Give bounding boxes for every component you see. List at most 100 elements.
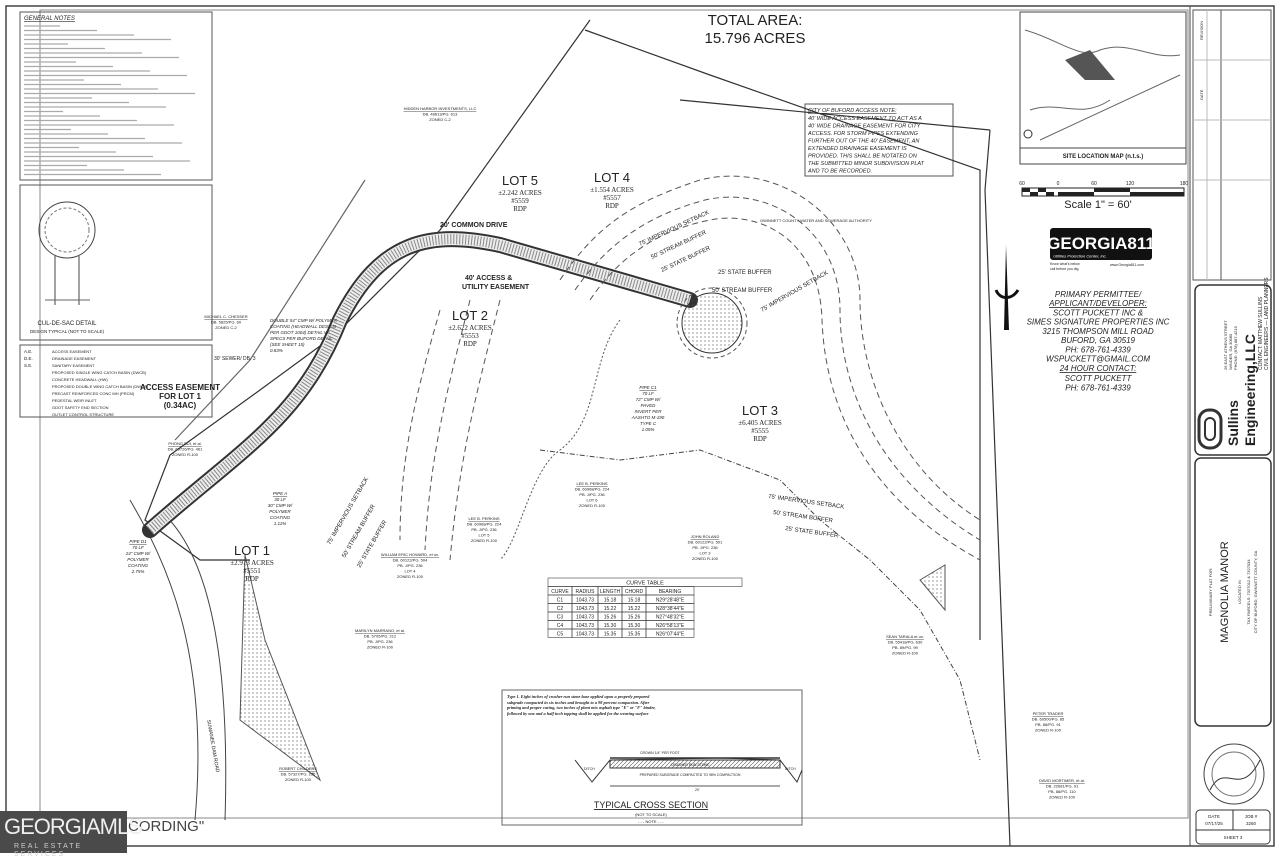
located-label: LOCATED IN <box>1237 580 1242 604</box>
curve-table-cell: C5 <box>557 632 564 638</box>
curve-table-cell: C2 <box>557 606 564 612</box>
scale-label: Scale 1" = 60' <box>1064 199 1131 211</box>
georgia811-url: www.Georgia811.com <box>1110 263 1144 267</box>
neighbor-db: DB. 48613/PG. 613 <box>423 112 458 117</box>
neighbor-lot: LOT 5 <box>478 533 490 538</box>
georgia811-tag1: Know what's below <box>1050 262 1080 266</box>
date-label: DATE <box>1208 814 1220 819</box>
city-note-line: AND TO BE RECORDED. <box>807 169 872 175</box>
curve-table-cell: N27°48'32"E <box>656 615 685 621</box>
neighbor-pb: PB. J/PG. 236 <box>471 527 497 532</box>
lot-acres: ±6.405 ACRES <box>738 419 782 427</box>
sewer-easement-label: 30' SEWER/ DB. 3 <box>214 356 256 362</box>
neighbor-name: WILLIAM ERIC HOWARD, et ux. <box>381 552 439 557</box>
georgia-811-logo: GEORGIA811 Utilities Protection Center, … <box>1047 228 1155 271</box>
neighbor-db: DB. 60968/PG. 224 <box>575 487 610 492</box>
lot-zoning: RDP <box>605 202 619 210</box>
georgia811-text: GEORGIA811 <box>1047 234 1155 253</box>
contact-line: SCOTT PUCKETT <box>1065 374 1133 383</box>
permittee-line: SCOTT PUCKETT INC & <box>1053 309 1143 318</box>
legend-item: DRAINAGE EASEMENT <box>52 356 97 361</box>
georgiamls-watermark: GEORGIAMLS REAL ESTATE SERVICES <box>0 811 143 858</box>
pipe-a-note: POLYMER <box>269 509 291 514</box>
neighbor-db: DB. 60726/PG. 461 <box>168 447 203 452</box>
state-buffer-label-lot3: 25' STATE BUFFER <box>785 526 840 539</box>
scale-tick: 120 <box>1126 181 1135 187</box>
headwall-note: 0.83% <box>270 348 283 353</box>
city-of-buford-note: CITY OF BUFORD ACCESS NOTE: 40' WIDE ACC… <box>804 103 954 177</box>
pipe-a-note: 1.11% <box>274 521 286 526</box>
headwall-note: (SEE SHEET 15) <box>270 342 305 347</box>
neighbor-name: LEE B. PERKINS <box>468 516 499 521</box>
headwall-note: PER GDOT 1004) DETAIL W/ <box>270 330 330 335</box>
gwinnett-label: GWINNETT COUNTY WATER AND SEWERAGE AUTHO… <box>760 218 872 223</box>
scale-tick: 60 <box>1091 181 1097 187</box>
state-buffer-label-a: 25' STATE BUFFER <box>718 270 772 276</box>
neighbor-name: SEAN TARALA et ux. <box>886 634 924 639</box>
neighbor-zone: ZONED R-100 <box>579 503 606 508</box>
curve-table-title: CURVE TABLE <box>626 581 664 587</box>
legend-item: PROPOSED SINGLE WING CATCH BASIN (DWCB) <box>52 370 147 375</box>
pipe-c1-note: AASHTO M-190 <box>631 415 665 420</box>
lot-acres: ±2.622 ACRES <box>448 324 492 332</box>
job-value: 3260 <box>1246 821 1257 826</box>
sheet-number: SHEET 3 <box>1224 835 1243 840</box>
stream-buffer-label-lot3: 50' STREAM BUFFER <box>773 510 834 524</box>
city-note-line: FURTHER OUT OF THE 40' EASEMENT, AN <box>808 139 919 145</box>
contact-line: PH: 678-761-4339 <box>1065 384 1131 393</box>
neighbor-name: ROBERT CHILDERS <box>279 766 317 771</box>
plat-for-label: PRELIMINARY PLAT FOR: <box>1208 568 1213 616</box>
neighbor-name: MICHAEL C. CHESSER <box>204 314 247 319</box>
georgia811-sub: Utilities Protection Center, Inc. <box>1053 254 1107 259</box>
scale-tick: 60 <box>1019 181 1025 187</box>
lot-name: LOT 3 <box>742 403 778 418</box>
neighbor-pb: PB. 88/PG. 91 <box>1035 722 1061 727</box>
neighbor-name: PHONG BUI, et al. <box>168 441 201 446</box>
contact-heading: 24 HOUR CONTACT: <box>1059 364 1137 373</box>
culdesac-sub: DESIGN TYPICAL (NOT TO SCALE) <box>30 329 105 334</box>
pipe-c1-note: TYPE C <box>640 421 657 426</box>
lot-acres: ±2.242 ACRES <box>498 189 542 197</box>
firm-name-2: Engineering,LLC <box>1242 334 1258 446</box>
neighbor-db: DB. 55418/PG. 630 <box>888 640 923 645</box>
neighbor-name: MARILYN MARRANO, et al. <box>355 628 405 633</box>
city-note-heading: CITY OF BUFORD ACCESS NOTE: <box>808 108 897 114</box>
neighbor-db: DB. 60122/PG. 501 <box>688 540 723 545</box>
pipe-a-note: 30 LF <box>274 497 286 502</box>
pipe-c1-note: 70 LF <box>642 391 654 396</box>
curve-table-cell: 15.26 <box>628 615 641 621</box>
access-easement-label-1: 40' ACCESS & <box>465 275 512 282</box>
permittee-heading-2: APPLICANT/DEVELOPER: <box>1048 299 1147 308</box>
total-area-label: TOTAL AREA: <box>708 12 803 29</box>
curve-table-cell: 15.18 <box>604 598 617 604</box>
lot1-access-label-2: FOR LOT 1 <box>159 392 201 401</box>
pipe-c1-note: PAVED <box>641 403 656 408</box>
lot-number: #5551 <box>243 567 261 575</box>
pipe-c1-note: INVERT PER <box>635 409 663 414</box>
neighbor-zone: ZONED R-100 <box>1035 728 1062 733</box>
curve-table-cell: C3 <box>557 615 564 621</box>
curve-table-cell: 15.22 <box>628 606 641 612</box>
typical-cross-section: Type 1. Eight inches of crusher run ston… <box>501 689 803 826</box>
neighbor-zone: ZONED R-100 <box>172 452 199 457</box>
site-map-caption: SITE LOCATION MAP (n.t.s.) <box>1063 154 1143 160</box>
legend-item: PRECAST REINFORCED CONC MH (PRCM) <box>52 391 135 396</box>
legend-item: CONCRETE HEADWALL (HW) <box>52 377 108 382</box>
neighbor-zone: ZONED R-100 <box>1049 795 1076 800</box>
lot-name: LOT 1 <box>234 543 270 558</box>
recording-text: CORDING" <box>128 818 205 835</box>
firm-phone: PHONE: (678) 887-4219 <box>1233 325 1238 370</box>
neighbor-name: PETER TRADER <box>1033 711 1064 716</box>
curve-table-cell: 15.30 <box>604 623 617 629</box>
neighbor-pb: PB. J/PG. 236 <box>692 545 718 550</box>
pipe-c1-note: 72" CMP W/ <box>636 397 661 402</box>
lot-name: LOT 4 <box>594 170 630 185</box>
curve-table-cell: 15.26 <box>604 615 617 621</box>
curve-table-cell: 15.35 <box>604 632 617 638</box>
pipe-c1-note: PIPE C1 <box>639 385 657 390</box>
neighbor-pb: PB. J/PG. 236 <box>579 492 605 497</box>
pipe-d1-note: 70 LF <box>132 545 144 550</box>
curve-table-cell: 15.18 <box>628 598 641 604</box>
cross-section-note-label: - - - NOTE - - - <box>638 819 664 824</box>
